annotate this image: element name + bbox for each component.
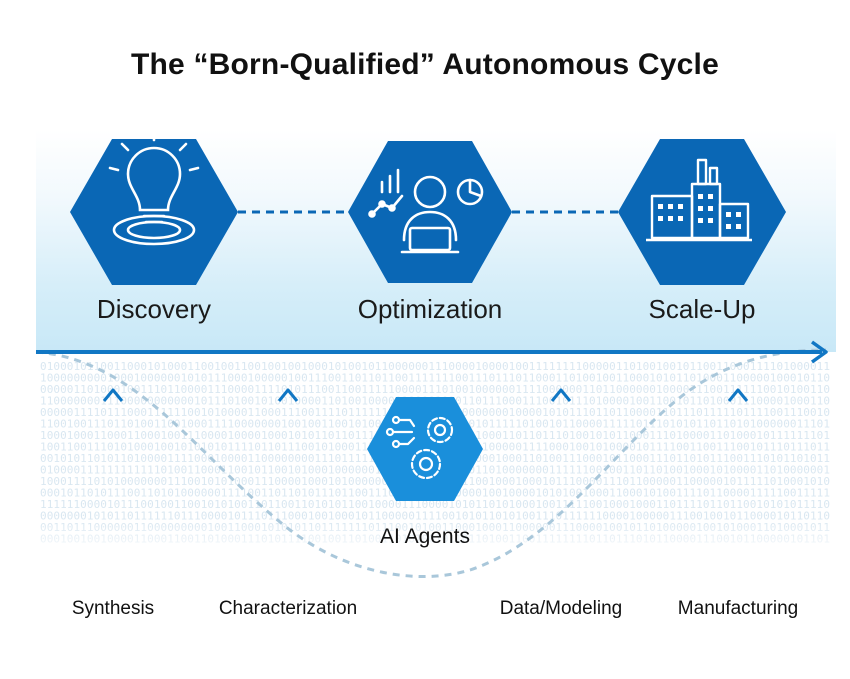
circuit-gears-icon bbox=[385, 415, 454, 480]
ai-agents-label: AI Agents bbox=[380, 525, 470, 548]
input-arrows bbox=[102, 388, 749, 590]
hexagon-discovery bbox=[70, 130, 238, 285]
factory-icon bbox=[646, 158, 752, 242]
page-title: The “Born-Qualified” Autonomous Cycle bbox=[131, 48, 719, 81]
arrow-characterization bbox=[277, 388, 299, 590]
timeline-arrowhead bbox=[810, 340, 828, 364]
hexagon-scaleup bbox=[618, 139, 786, 285]
input-label-data-modeling: Data/Modeling bbox=[499, 598, 623, 619]
stage-label-optimization: Optimization bbox=[357, 294, 503, 324]
input-label-characterization: Characterization bbox=[218, 598, 358, 619]
hexagon-optimization bbox=[348, 141, 512, 283]
stage-label-scaleup: Scale-Up bbox=[648, 294, 756, 324]
stage-label-discovery: Discovery bbox=[96, 294, 212, 324]
arrow-synthesis bbox=[102, 388, 124, 590]
analyst-laptop-icon bbox=[368, 168, 484, 254]
arrow-manufacturing bbox=[727, 388, 749, 590]
lightbulb-icon bbox=[108, 130, 200, 246]
hexagon-ai-agents bbox=[367, 397, 483, 501]
input-label-manufacturing: Manufacturing bbox=[677, 598, 799, 619]
arrow-data-modeling bbox=[550, 388, 572, 590]
input-label-synthesis: Synthesis bbox=[71, 598, 155, 619]
